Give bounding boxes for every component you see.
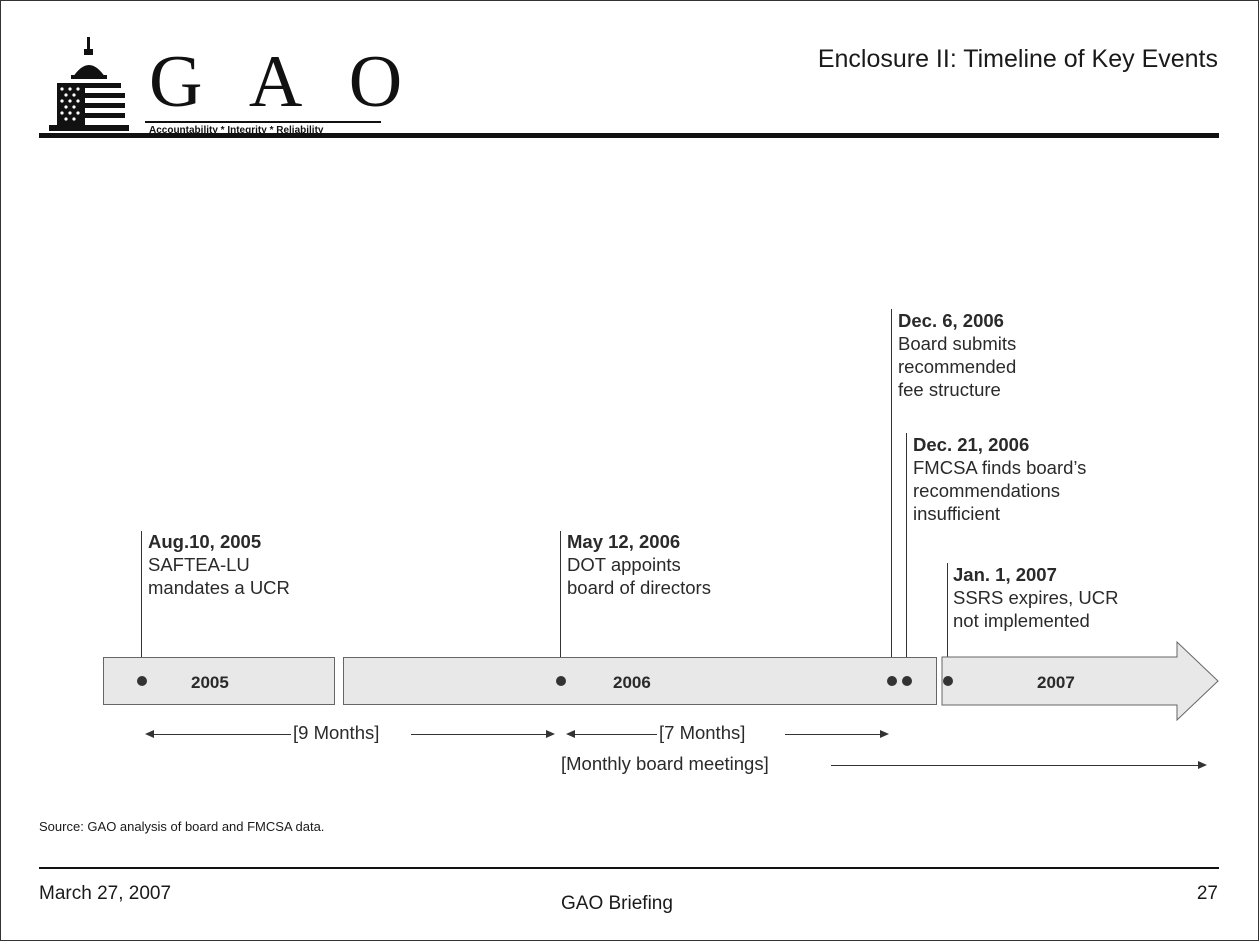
event-date: Dec. 21, 2006 (913, 434, 1030, 455)
span-7-months-label: [7 Months] (657, 722, 748, 744)
event-line-dec21-2006 (906, 433, 907, 681)
event-text: Board submits (898, 333, 1017, 354)
footer-title: GAO Briefing (561, 893, 673, 914)
event-date: Aug.10, 2005 (148, 531, 262, 552)
event-jan-2007: Jan. 1, 2007 SSRS expires, UCR not imple… (953, 563, 1119, 632)
event-text: SSRS expires, UCR (953, 587, 1119, 608)
span-9-months-arrow-right (546, 730, 555, 738)
span-7-months-arrow-left (566, 730, 575, 738)
event-dot-dec6-2006 (887, 676, 897, 686)
span-9-months-arrow-left (145, 730, 154, 738)
footer-date: March 27, 2007 (39, 883, 172, 904)
event-date: May 12, 2006 (567, 531, 681, 552)
event-aug-2005: Aug.10, 2005 SAFTEA-LU mandates a UCR (148, 530, 290, 599)
event-dot-jan-2007 (943, 676, 953, 686)
source-note: Source: GAO analysis of board and FMCSA … (39, 819, 325, 834)
event-text: mandates a UCR (148, 577, 290, 598)
span-7-months-line-right (785, 734, 881, 735)
event-may-2006: May 12, 2006 DOT appoints board of direc… (567, 530, 711, 599)
event-dot-dec21-2006 (902, 676, 912, 686)
gao-logo: G A O Accountability * Integrity * Relia… (49, 37, 402, 137)
event-date: Dec. 6, 2006 (898, 310, 1004, 331)
span-7-months-line-left (573, 734, 659, 735)
footer-divider (39, 867, 1219, 869)
event-dot-may-2006 (556, 676, 566, 686)
logo-rule (145, 121, 381, 123)
event-text: recommended (898, 356, 1017, 377)
logo-letters: G A O (149, 41, 419, 123)
page-number: 27 (1196, 883, 1218, 904)
event-text: SAFTEA-LU (148, 554, 250, 575)
year-arrow-2007 (941, 641, 1219, 721)
event-line-dec6-2006 (891, 309, 892, 681)
page-title: Enclosure II: Timeline of Key Events (817, 45, 1218, 73)
event-line-jan-2007 (947, 563, 948, 681)
span-monthly-meetings-arrow (1198, 761, 1207, 769)
event-date: Jan. 1, 2007 (953, 564, 1057, 585)
event-text: insufficient (913, 503, 1001, 524)
year-label-2007: 2007 (1037, 673, 1075, 692)
logo-tagline: Accountability * Integrity * Reliability (149, 125, 324, 136)
year-bar-2006 (343, 657, 937, 705)
capitol-dome-flag-icon (49, 37, 129, 131)
span-9-months-line-right (411, 734, 547, 735)
event-dot-aug-2005 (137, 676, 147, 686)
year-label-2005: 2005 (191, 673, 229, 692)
span-monthly-meetings-label: [Monthly board meetings] (561, 753, 771, 775)
event-text: FMCSA finds board’s (913, 457, 1087, 478)
span-7-months-arrow-right (880, 730, 889, 738)
event-dec21-2006: Dec. 21, 2006 FMCSA finds board’s recomm… (913, 433, 1086, 525)
span-monthly-meetings-line (831, 765, 1199, 766)
event-line-aug-2005 (141, 531, 142, 681)
event-text: DOT appoints (567, 554, 681, 575)
event-dec6-2006: Dec. 6, 2006 Board submits recommended f… (898, 309, 1016, 401)
event-line-may-2006 (560, 531, 561, 681)
event-text: board of directors (567, 577, 711, 598)
span-9-months-line-left (151, 734, 291, 735)
event-text: fee structure (898, 379, 1001, 400)
header-divider (39, 133, 1219, 138)
event-text: recommendations (913, 480, 1061, 501)
year-label-2006: 2006 (613, 673, 651, 692)
span-9-months-label: [9 Months] (291, 722, 382, 744)
event-text: not implemented (953, 610, 1090, 631)
